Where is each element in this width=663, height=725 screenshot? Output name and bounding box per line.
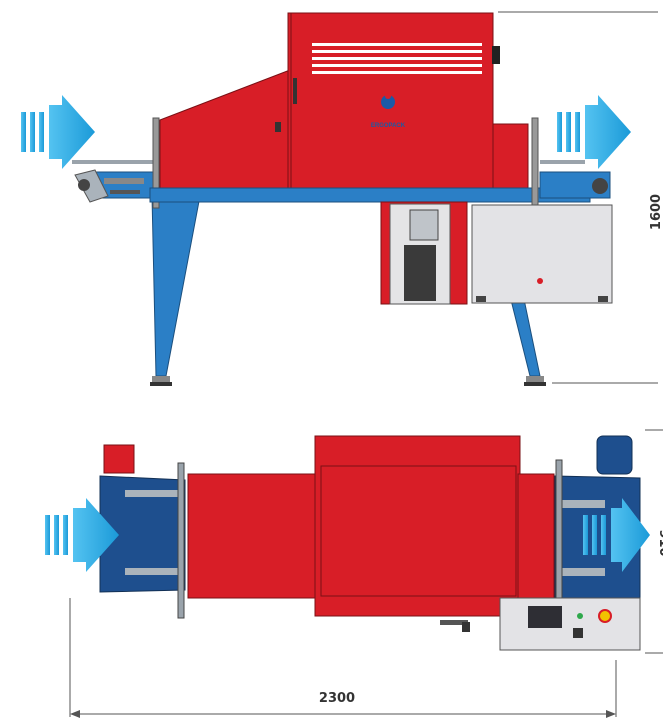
- dimension-length: 2300: [319, 691, 355, 706]
- infeed-guide-post: [152, 117, 160, 209]
- machine-logo: ERGOPACK: [371, 123, 406, 129]
- tunnel-top-infeed: [187, 473, 319, 599]
- logo-icon: [381, 93, 395, 109]
- dimension-height: 1600: [649, 194, 663, 230]
- infeed-arrow-side: [21, 95, 95, 169]
- control-display: [528, 606, 562, 628]
- tunnel-hood: [159, 69, 291, 193]
- outfeed-guide-post: [531, 117, 539, 209]
- control-cabinet: [471, 204, 613, 304]
- dimension-depth: 910: [656, 529, 663, 556]
- vent-grille: [312, 43, 482, 74]
- emergency-stop-icon: [598, 609, 612, 623]
- fan-motor: [596, 435, 633, 475]
- tunnel-top-main: [314, 435, 521, 617]
- top-view: [45, 435, 650, 651]
- control-panel: [499, 597, 641, 651]
- base-frame: [149, 187, 591, 203]
- side-view: ERGOPACK: [21, 12, 631, 386]
- dimension-lines: [69, 11, 663, 717]
- left-leg: [151, 195, 201, 377]
- guide-bar-left: [177, 462, 185, 619]
- infeed-arrow-top: [45, 498, 119, 572]
- outfeed-arrow-side: [557, 95, 631, 169]
- outfeed-hood: [492, 123, 529, 195]
- outfeed-arrow-top: [583, 498, 650, 572]
- guide-bar-right: [555, 459, 563, 611]
